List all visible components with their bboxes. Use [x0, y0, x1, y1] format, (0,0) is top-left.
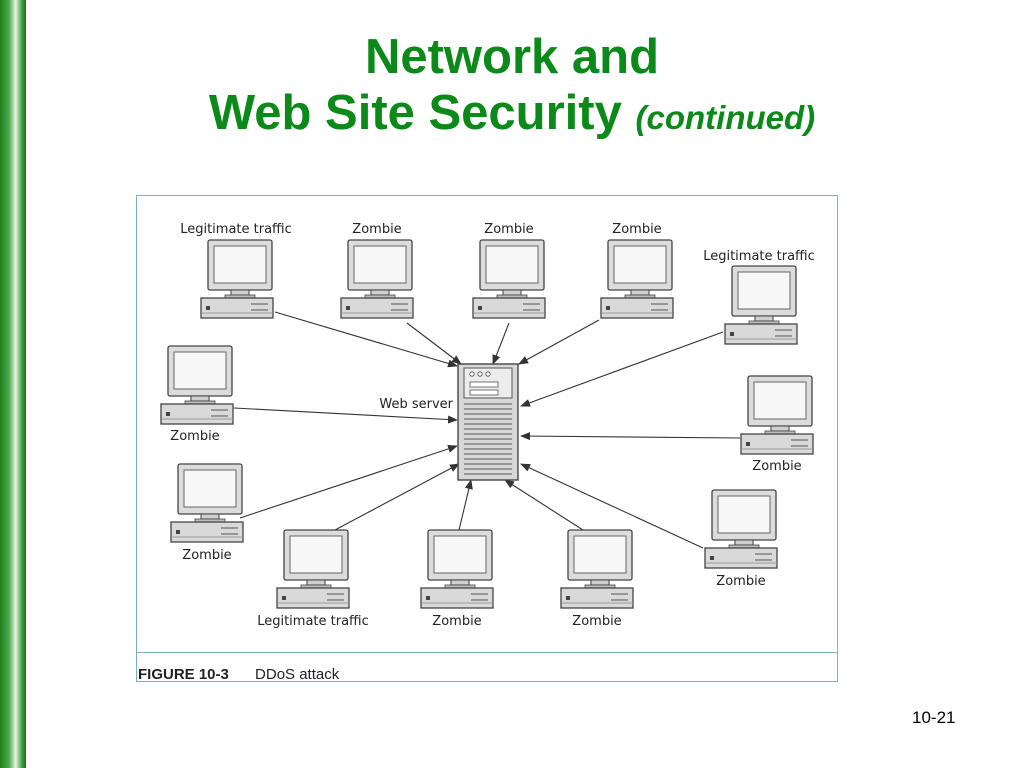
zombie-computer-icon — [740, 375, 814, 455]
computer-label-c4: Zombie — [612, 222, 661, 237]
figure-caption-text: DDoS attack — [255, 666, 340, 683]
computer-label-c5: Legitimate traffic — [703, 249, 815, 264]
traffic-arrow-c1 — [274, 311, 458, 368]
computer-label-c7: Zombie — [752, 459, 801, 474]
traffic-arrow-c7 — [520, 432, 741, 441]
computer-label-c3: Zombie — [484, 222, 533, 237]
title-line-1: Network and — [364, 30, 660, 84]
traffic-arrow-c8 — [239, 445, 458, 519]
caption-divider — [137, 652, 837, 653]
traffic-arrow-c12 — [504, 479, 584, 531]
computer-label-c11: Zombie — [432, 614, 481, 629]
web-server-icon — [457, 363, 519, 481]
title-line-2: Web Site Security (continued) — [0, 86, 1024, 142]
title-suffix: (continued) — [635, 98, 816, 136]
legitimate-computer-icon — [200, 239, 274, 319]
web-server-label: Web server — [379, 397, 453, 412]
page-number: 10-21 — [912, 708, 956, 727]
side-decoration-bar — [0, 0, 26, 768]
computer-label-c12: Zombie — [572, 614, 621, 629]
computer-label-c6: Zombie — [170, 429, 219, 444]
figure-caption: FIGURE 10-3 DDoS attack — [138, 666, 339, 683]
zombie-computer-icon — [472, 239, 546, 319]
zombie-computer-icon — [340, 239, 414, 319]
title-line-2-main: Web Site Security — [208, 85, 622, 140]
computer-label-c9: Zombie — [716, 574, 765, 589]
zombie-computer-icon — [160, 345, 234, 425]
zombie-computer-icon — [560, 529, 634, 609]
traffic-arrow-c11 — [458, 479, 473, 531]
computer-label-c8: Zombie — [182, 548, 231, 563]
computer-label-c1: Legitimate traffic — [180, 222, 292, 237]
zombie-computer-icon — [170, 463, 244, 543]
traffic-arrow-c6 — [233, 407, 458, 424]
figure-number: FIGURE 10-3 — [138, 666, 229, 683]
legitimate-computer-icon — [724, 265, 798, 345]
traffic-arrow-c10 — [334, 463, 460, 531]
traffic-arrow-c3 — [492, 322, 510, 365]
traffic-arrow-c4 — [518, 319, 600, 365]
zombie-computer-icon — [600, 239, 674, 319]
computer-label-c10: Legitimate traffic — [257, 614, 369, 629]
connections-layer — [233, 311, 741, 549]
zombie-computer-icon — [420, 529, 494, 609]
computer-label-c2: Zombie — [352, 222, 401, 237]
zombie-computer-icon — [704, 489, 778, 569]
legitimate-computer-icon — [276, 529, 350, 609]
traffic-arrow-c9 — [520, 463, 704, 549]
slide-title: Network and Web Site Security (continued… — [0, 30, 1024, 142]
traffic-arrow-c2 — [406, 322, 462, 365]
traffic-arrow-c5 — [520, 331, 724, 407]
